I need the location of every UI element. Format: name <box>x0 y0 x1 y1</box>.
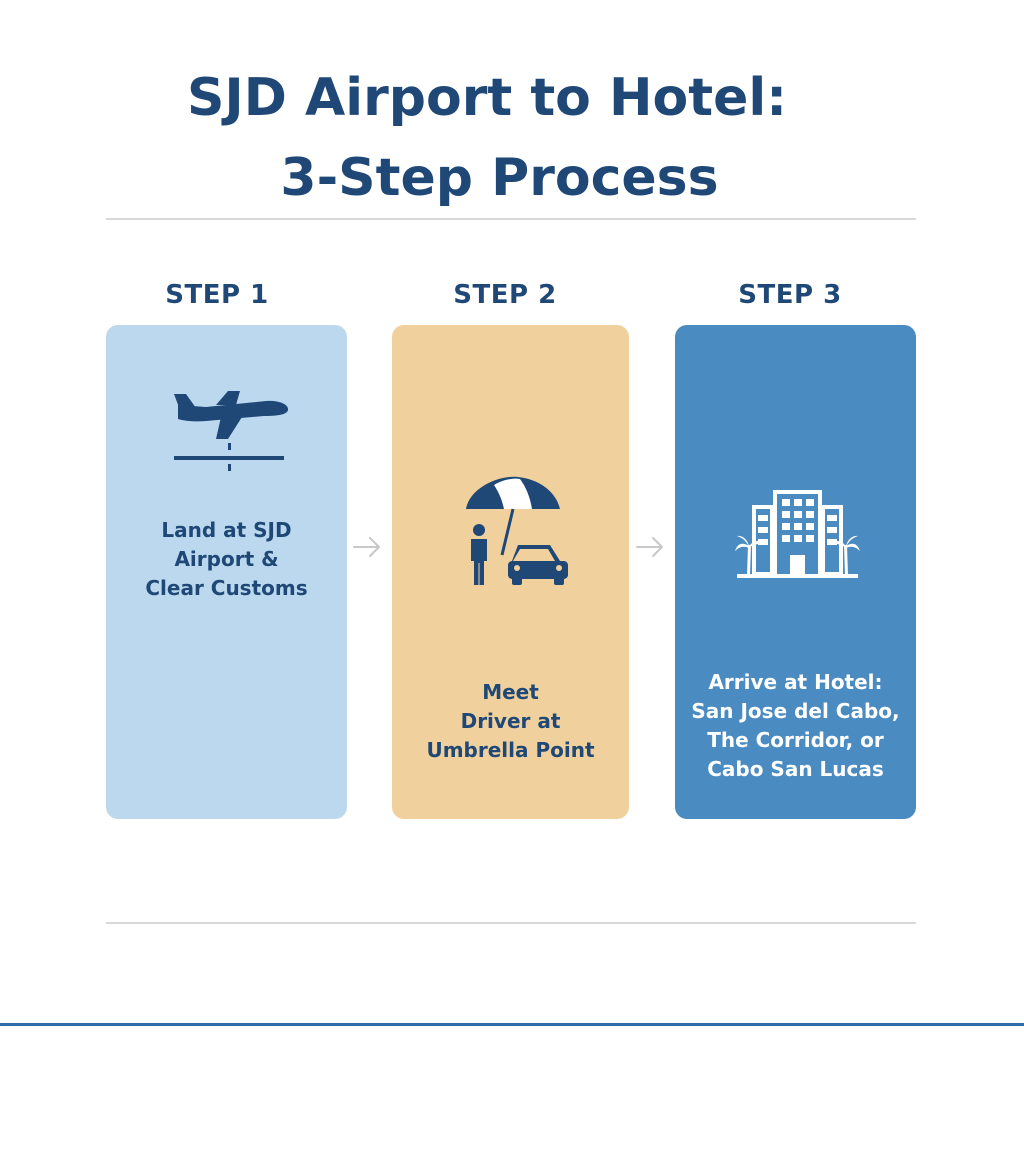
step-3-card: Arrive at Hotel: San Jose del Cabo, The … <box>675 325 916 819</box>
arrow-right-icon <box>353 537 380 557</box>
step-2-label: STEP 2 <box>453 280 557 310</box>
step-1-text: Land at SJD Airport & Clear Customs <box>145 518 308 600</box>
step-1-card: Land at SJD Airport & Clear Customs <box>106 325 347 819</box>
bottom-divider <box>106 922 916 924</box>
step-2-card: Meet Driver at Umbrella Point <box>392 325 629 819</box>
page-title: SJD Airport to Hotel: 3-Step Process <box>0 58 1024 218</box>
title-line-1: SJD Airport to Hotel: <box>186 68 787 128</box>
arrow-right-icon <box>636 537 663 557</box>
umbrella-person-car-icon <box>466 476 568 585</box>
top-divider <box>106 218 916 220</box>
plane-landing-icon <box>174 391 289 471</box>
step-1-label: STEP 1 <box>165 280 269 310</box>
hotel-palm-trees-icon <box>735 490 860 578</box>
step-3-text: Arrive at Hotel: San Jose del Cabo, The … <box>691 670 900 781</box>
step-2-text: Meet Driver at Umbrella Point <box>426 680 595 762</box>
title-line-2: 3-Step Process <box>280 148 719 208</box>
step-3-label: STEP 3 <box>738 280 842 310</box>
footer-rule <box>0 1023 1024 1026</box>
